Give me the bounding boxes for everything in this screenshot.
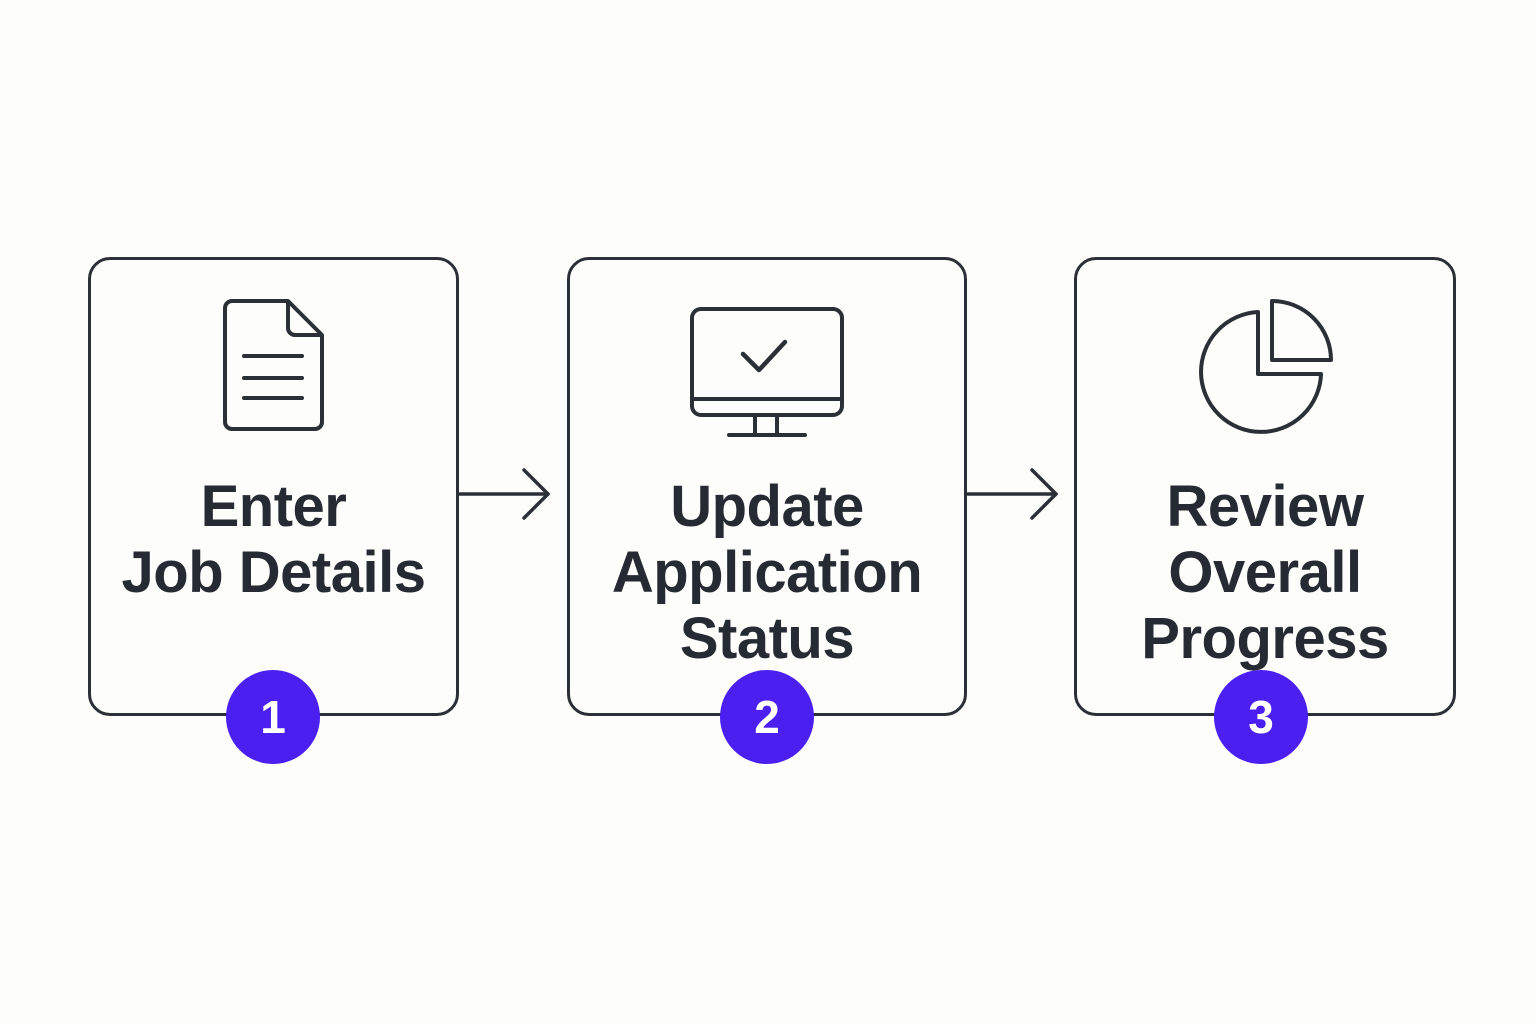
step-number-badge: 1 (226, 670, 320, 764)
step-number-badge: 3 (1214, 670, 1308, 764)
arrow-right-icon (966, 468, 1058, 520)
document-icon (91, 298, 456, 432)
step-label-line: Application (611, 540, 923, 605)
step-label-line: Review (1166, 474, 1364, 539)
step-label: Review Overall Progress (1077, 474, 1453, 672)
step-label-line: Progress (1141, 606, 1389, 671)
arrow-right-icon (458, 468, 550, 520)
step-label-line: Overall (1168, 540, 1362, 605)
step-label-line: Status (679, 606, 855, 671)
step-card-review-overall-progress: Review Overall Progress (1074, 257, 1456, 716)
step-card-enter-job-details: Enter Job Details (88, 257, 459, 716)
step-label-line: Enter (200, 474, 347, 539)
monitor-check-icon (570, 306, 964, 440)
step-label-line: Job Details (121, 540, 426, 605)
pie-chart-icon (1077, 298, 1453, 440)
step-label-line: Update (670, 474, 864, 539)
step-label: Update Application Status (570, 474, 964, 672)
step-label: Enter Job Details (91, 474, 456, 606)
step-number-badge: 2 (720, 670, 814, 764)
step-card-update-application-status: Update Application Status (567, 257, 967, 716)
